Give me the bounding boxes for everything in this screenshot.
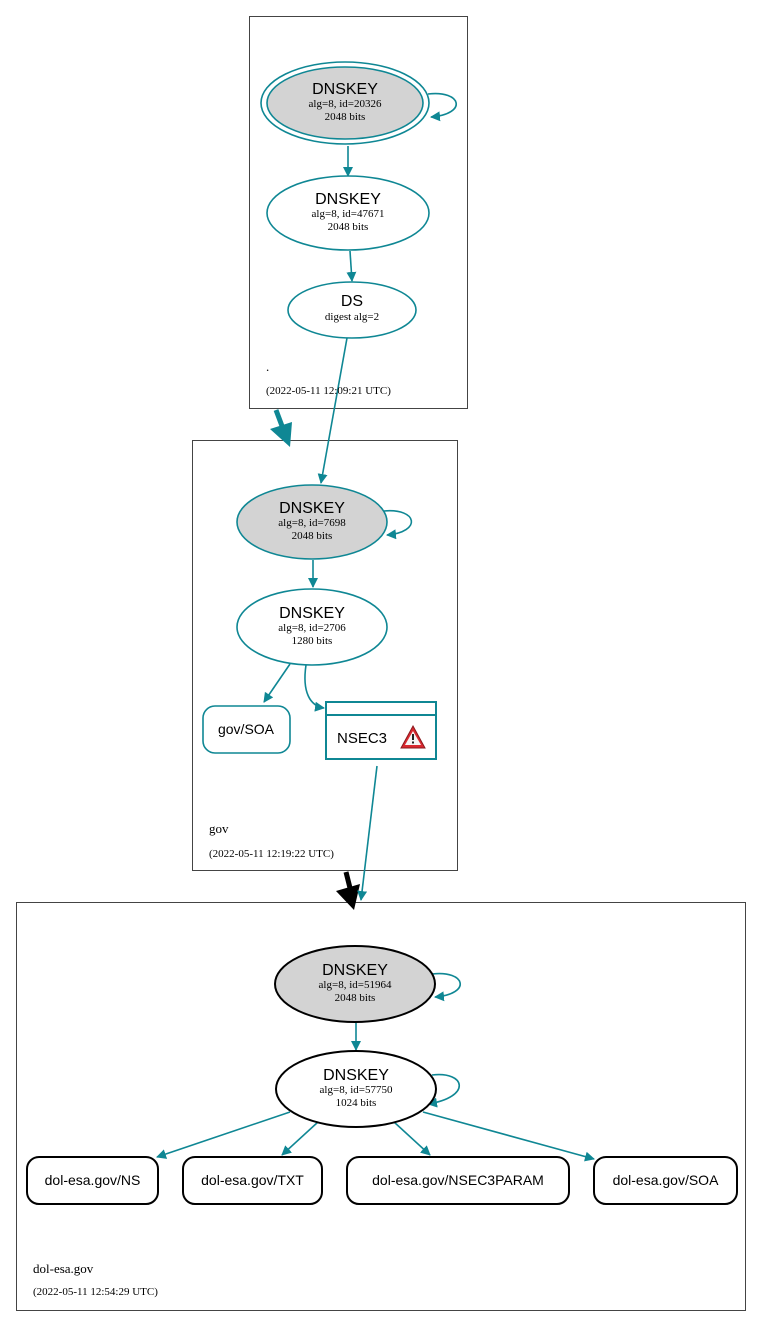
root-ds-node: DS digest alg=2 xyxy=(287,281,417,339)
gov-ksk-title: DNSKEY xyxy=(279,500,345,517)
zone-gov-timestamp: (2022-05-11 12:19:22 UTC) xyxy=(209,848,334,860)
edge-root-ksk-self xyxy=(427,92,457,122)
dol-txt-label: dol-esa.gov/TXT xyxy=(201,1172,304,1188)
gov-nsec3-node: NSEC3 xyxy=(325,701,437,760)
root-zsk-title: DNSKEY xyxy=(315,191,381,208)
warning-icon xyxy=(400,724,426,749)
dol-ksk-node: DNSKEY alg=8, id=51964 2048 bits xyxy=(274,945,436,1023)
root-ksk-bits: 2048 bits xyxy=(325,111,366,123)
dol-soa-node: dol-esa.gov/SOA xyxy=(593,1156,738,1205)
gov-zsk-node: DNSKEY alg=8, id=2706 1280 bits xyxy=(236,588,388,666)
edge-dol-zsk-to-txt xyxy=(281,1121,319,1156)
dol-ksk-title: DNSKEY xyxy=(322,962,388,979)
dol-ns-label: dol-esa.gov/NS xyxy=(45,1172,141,1188)
gov-ksk-alg: alg=8, id=7698 xyxy=(278,517,346,529)
edge-gov-zsk-to-soa xyxy=(263,663,291,703)
dol-ns-node: dol-esa.gov/NS xyxy=(26,1156,159,1205)
root-ksk-node: DNSKEY alg=8, id=20326 2048 bits xyxy=(260,61,430,145)
gov-soa-label: gov/SOA xyxy=(218,721,275,737)
root-zsk-node: DNSKEY alg=8, id=47671 2048 bits xyxy=(266,175,430,251)
gov-nsec3-label: NSEC3 xyxy=(337,730,387,747)
dol-ksk-alg: alg=8, id=51964 xyxy=(319,979,392,991)
edge-dol-zsk-to-nsec3param xyxy=(393,1121,431,1156)
root-zsk-bits: 2048 bits xyxy=(328,221,369,233)
edge-gov-zsk-to-nsec3 xyxy=(304,664,325,712)
gov-zsk-bits: 1280 bits xyxy=(292,635,333,647)
zone-dol-box xyxy=(16,902,746,1311)
edge-gov-ksk-self xyxy=(383,510,413,540)
dol-zsk-title: DNSKEY xyxy=(323,1067,389,1084)
edge-dol-zsk-to-soa xyxy=(422,1111,595,1162)
edge-root-zsk-to-ds xyxy=(346,250,357,282)
dol-nsec3param-node: dol-esa.gov/NSEC3PARAM xyxy=(346,1156,570,1205)
zone-root-box xyxy=(249,16,468,409)
gov-soa-node: gov/SOA xyxy=(202,705,291,754)
root-ds-title: DS xyxy=(341,293,363,310)
edge-gov-nsec3-to-dol-ksk xyxy=(357,765,378,901)
dol-ksk-bits: 2048 bits xyxy=(335,992,376,1004)
zone-dol-name: dol-esa.gov xyxy=(33,1261,94,1276)
delegation-root-to-gov xyxy=(270,409,292,447)
root-ksk-alg: alg=8, id=20326 xyxy=(309,98,382,110)
dol-nsec3param-label: dol-esa.gov/NSEC3PARAM xyxy=(372,1172,544,1188)
delegation-gov-to-dol xyxy=(336,871,360,910)
root-ds-digest: digest alg=2 xyxy=(325,311,379,323)
root-ksk-title: DNSKEY xyxy=(312,81,378,98)
zone-root-timestamp: (2022-05-11 12:09:21 UTC) xyxy=(266,385,391,397)
zone-gov-box xyxy=(192,440,458,871)
dol-soa-label: dol-esa.gov/SOA xyxy=(613,1172,719,1188)
dol-zsk-bits: 1024 bits xyxy=(336,1097,377,1109)
edge-dol-zsk-to-ns xyxy=(156,1111,291,1159)
zone-gov-name: gov xyxy=(209,821,229,836)
zone-root-name: . xyxy=(266,359,269,374)
gov-zsk-alg: alg=8, id=2706 xyxy=(278,622,346,634)
dol-zsk-alg: alg=8, id=57750 xyxy=(320,1084,393,1096)
root-zsk-alg: alg=8, id=47671 xyxy=(312,208,385,220)
dol-txt-node: dol-esa.gov/TXT xyxy=(182,1156,323,1205)
edge-dol-zsk-self xyxy=(427,1073,460,1108)
gov-ksk-bits: 2048 bits xyxy=(292,530,333,542)
zone-dol-timestamp: (2022-05-11 12:54:29 UTC) xyxy=(33,1286,158,1298)
edge-dol-ksk-self xyxy=(431,972,461,1002)
gov-zsk-title: DNSKEY xyxy=(279,605,345,622)
dol-zsk-node: DNSKEY alg=8, id=57750 1024 bits xyxy=(275,1050,437,1128)
gov-ksk-node: DNSKEY alg=8, id=7698 2048 bits xyxy=(236,484,388,560)
edge-root-ds-to-gov-ksk xyxy=(317,337,348,484)
